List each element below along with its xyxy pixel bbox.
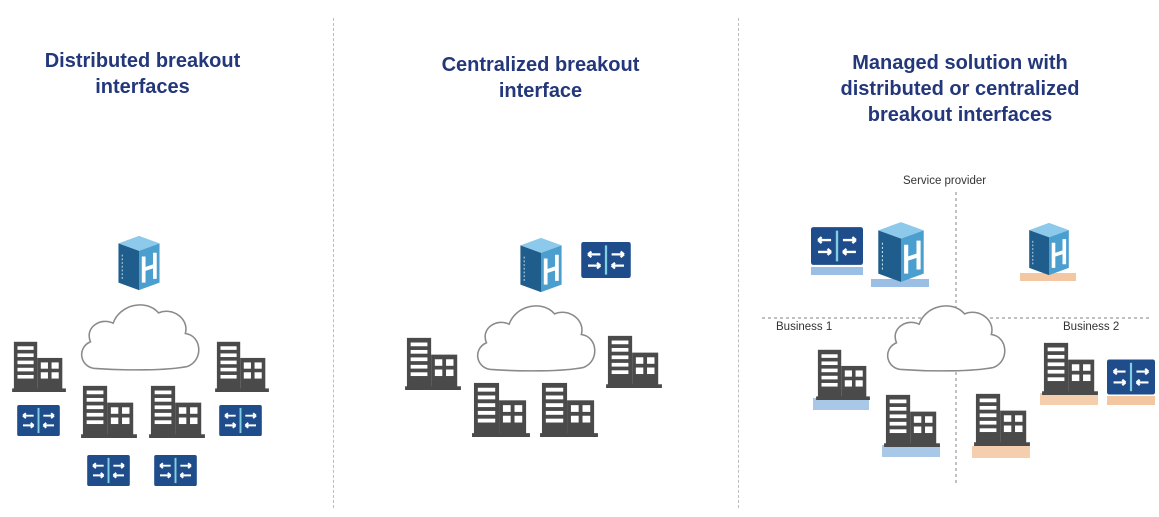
panel-1-title-line2: interfaces (95, 76, 190, 98)
business-1-building-base (882, 445, 940, 457)
panel-2-server-cube-icon (518, 236, 564, 294)
panel-1-title-line1: Distributed breakout (44, 50, 241, 72)
panel-2-switch-icon (581, 242, 631, 278)
business-1-building-icon (884, 394, 940, 447)
panel-1-switch-icon (87, 455, 130, 486)
business-2-building-icon (1042, 342, 1098, 395)
panel-1-cloud-icon (80, 304, 200, 371)
panel-1-switch-icon (154, 455, 197, 486)
panel-1-server-cube-icon (116, 234, 162, 292)
business-1-switch-base (811, 267, 863, 275)
panel-1-title: Distributed breakout interfaces (20, 48, 265, 100)
business-2-building-base (1040, 393, 1098, 405)
panel-3-switch-icon (811, 226, 863, 266)
business-2-building-base (972, 446, 1030, 458)
panel-1-building-icon (81, 385, 137, 438)
business-2-cube-base (1020, 273, 1076, 281)
panel-1-switch-icon (219, 405, 262, 436)
panel-3-title-line3: breakout interfaces (867, 104, 1053, 126)
panel-1-building-icon (215, 341, 269, 392)
panel-3-server-cube-icon (878, 222, 923, 282)
panel-3-cloud-icon (886, 305, 1006, 372)
panel-2-title-line2: interface (498, 80, 583, 102)
service-provider-label: Service provider (903, 175, 987, 187)
panel-divider-1 (333, 18, 334, 508)
panel-2-building-icon (540, 382, 598, 437)
panel-3-title-line1: Managed solution with (852, 52, 1068, 74)
business-2-label: Business 2 (1063, 321, 1120, 333)
panel-2-cloud-icon (476, 305, 596, 372)
panel-divider-2 (738, 18, 739, 508)
business-1-building-base (813, 398, 869, 410)
panel-2-building-icon (405, 337, 461, 390)
business-1-building-icon (816, 349, 870, 400)
business-1-cube-base (871, 279, 929, 287)
panel-1-switch-icon (17, 405, 60, 436)
panel-3-title-line2: distributed or centralized (840, 78, 1080, 100)
panel-1-building-icon (12, 341, 66, 392)
business-2-building-icon (974, 393, 1030, 446)
panel-2-building-icon (606, 335, 662, 388)
business-2-switch-base (1107, 396, 1155, 405)
panel-3-title: Managed solution with distributed or cen… (800, 50, 1120, 128)
panel-3-server-cube-icon (1027, 221, 1071, 277)
panel-3-switch-icon (1107, 358, 1155, 396)
panel-2-title-line1: Centralized breakout (441, 54, 640, 76)
panel-2-title: Centralized breakout interface (418, 52, 663, 104)
panel-2-building-icon (472, 382, 530, 437)
panel-1-building-icon (149, 385, 205, 438)
business-1-label: Business 1 (776, 321, 833, 333)
